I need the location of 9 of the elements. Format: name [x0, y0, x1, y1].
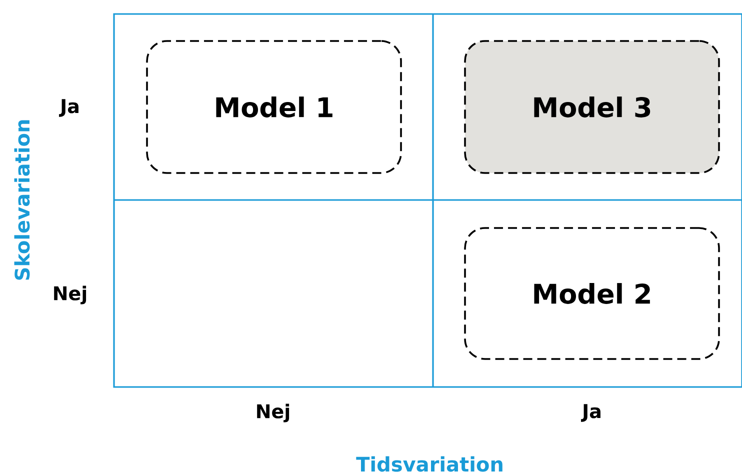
model-box: Model 1 [146, 40, 402, 174]
axis-title: Skolevariation [14, 120, 30, 280]
axis-category-label: Nej [257, 404, 290, 422]
axis-category-label: Nej [54, 286, 86, 304]
axis-category-label: Ja [581, 404, 600, 422]
axis-category-label: Ja [59, 99, 78, 117]
axis-title: Tidsvariation [356, 456, 502, 472]
model-box: Model 2 [464, 227, 720, 360]
model-box: Model 3 [464, 40, 720, 174]
